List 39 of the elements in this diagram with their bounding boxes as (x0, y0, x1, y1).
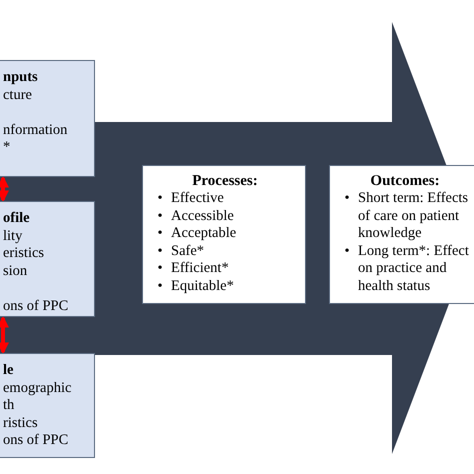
list-box (329, 165, 474, 304)
list-item: emographic (3, 380, 72, 397)
box-heading: Processes: (191, 172, 259, 190)
input-box (0, 353, 95, 458)
list-item: nformation (3, 122, 68, 139)
bullet: • (156, 225, 164, 242)
box-heading: ofile (3, 210, 31, 228)
bullet-item: Accessible (171, 208, 235, 225)
double-arrow (0, 176, 9, 202)
list-item: ons of PPC (3, 298, 70, 315)
double-arrow (0, 316, 9, 354)
bullet: • (156, 278, 164, 295)
list-item: ons of PPC (3, 432, 70, 450)
input-box (0, 201, 95, 317)
bullet-item: Safe* (171, 242, 206, 260)
bullet-item: Short term: Effects of care on patient knowledge (358, 190, 470, 242)
list-box (142, 165, 306, 304)
bullet-item: Long term*: Effect on practice and health status (358, 242, 470, 295)
bullet-item: Efficient* (171, 260, 230, 278)
bullet-item: Effective (171, 190, 225, 208)
list-item: lity (3, 228, 24, 245)
bullet: • (156, 190, 164, 208)
box-heading: Outcomes: (369, 172, 441, 190)
box-heading: le (3, 362, 14, 380)
bullet-item: Acceptable (171, 225, 238, 242)
bullet: • (156, 208, 164, 225)
input-box (0, 60, 95, 177)
bullet: • (156, 260, 164, 278)
bullet: • (343, 190, 351, 208)
list-item: sion (3, 262, 28, 280)
list-item: th (3, 397, 16, 414)
list-item: eristics (3, 245, 46, 262)
bullet: • (343, 242, 351, 260)
list-item: cture (3, 86, 33, 104)
list-item: ristics (3, 414, 39, 432)
bullet: • (156, 242, 164, 260)
bullet-item: Equitable* (171, 278, 235, 295)
box-heading: nputs (3, 69, 39, 86)
list-item: * (3, 139, 12, 156)
